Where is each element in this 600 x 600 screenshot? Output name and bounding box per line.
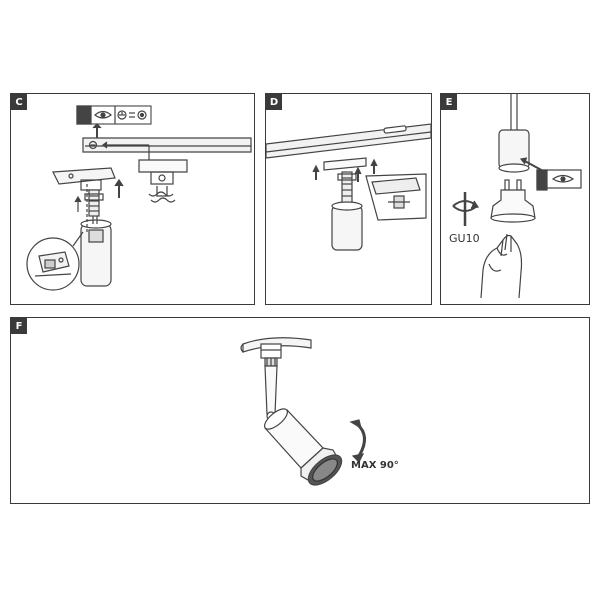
panel-f: F [10, 317, 590, 504]
target-symbol-icon [137, 110, 147, 120]
panel-f-illustration: MAX 90° [240, 337, 399, 486]
eye-icon [551, 174, 575, 183]
max-angle-label: MAX 90° [351, 460, 399, 471]
tilt-arrow-icon [355, 422, 366, 457]
panel-d-illustration [266, 123, 432, 251]
panel-e-illustration: GU10 [449, 94, 582, 299]
spotlight-arm [264, 365, 278, 415]
panel-c-illustration [26, 105, 252, 291]
panel-f-label: F [11, 318, 27, 334]
panel-c-label: C [11, 94, 27, 110]
track-adapter [323, 157, 367, 171]
info-badge-box [536, 169, 548, 191]
panel-d: D [265, 93, 432, 305]
info-badge-box [76, 105, 92, 125]
eye-icon [94, 110, 112, 119]
track-adapter-right [138, 159, 188, 173]
track-rail [82, 137, 252, 153]
panel-e: E [440, 93, 590, 305]
hand-illustration [480, 234, 523, 299]
panel-c: C [10, 93, 255, 305]
panel-d-label: D [266, 94, 282, 110]
gu10-label: GU10 [449, 232, 480, 245]
ground-symbol-icon [117, 110, 127, 120]
track-adapter-left [52, 167, 116, 185]
panel-e-label: E [441, 94, 457, 110]
spotlight-body [331, 205, 363, 251]
